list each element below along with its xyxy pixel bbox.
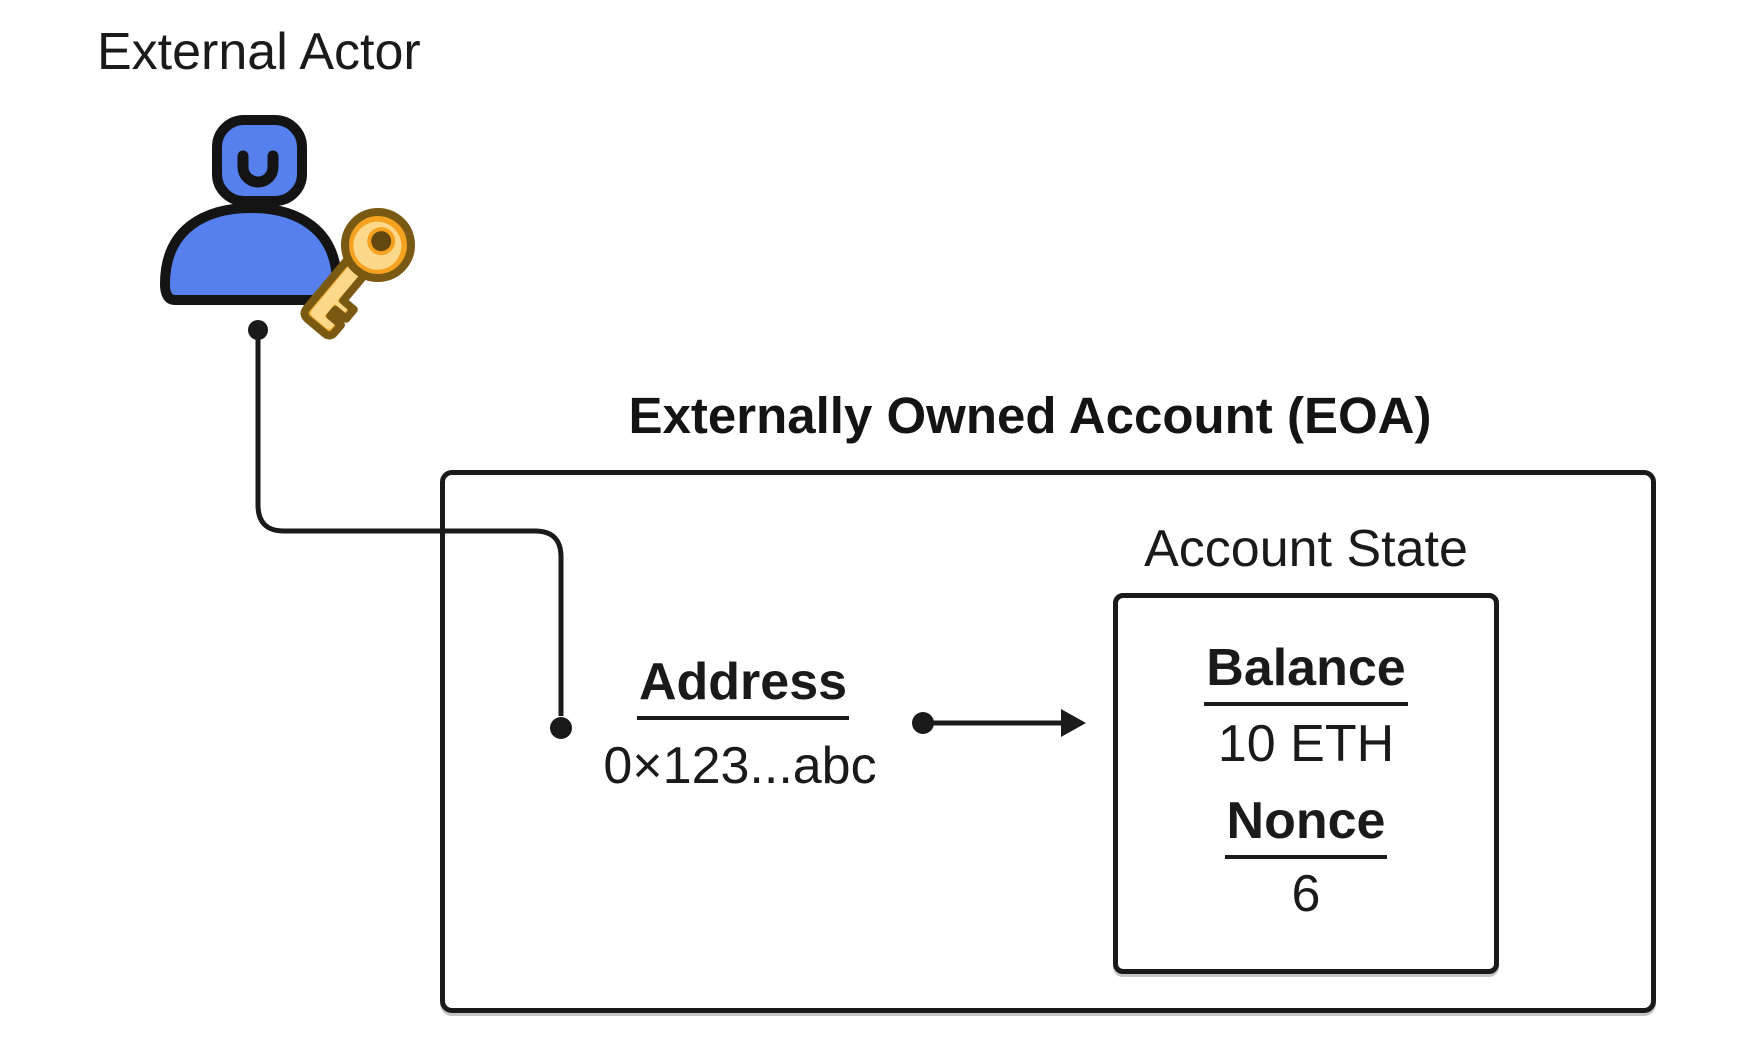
- nonce-label: Nonce: [1118, 791, 1494, 859]
- account-state-label: Account State: [1144, 520, 1468, 578]
- address-value: 0×123...abc: [603, 737, 877, 795]
- person-icon: [160, 115, 342, 305]
- address-label: Address: [543, 652, 943, 720]
- eoa-title: Externally Owned Account (EOA): [628, 387, 1432, 444]
- balance-label: Balance: [1118, 638, 1494, 706]
- account-state-box: Balance 10 ETH Nonce 6: [1113, 593, 1499, 974]
- key-icon: [300, 208, 415, 340]
- person-key-icon: [160, 115, 415, 340]
- external-actor-label: External Actor: [97, 23, 421, 81]
- balance-value: 10 ETH: [1217, 715, 1395, 773]
- eoa-box: [440, 470, 1656, 1013]
- nonce-value: 6: [1291, 865, 1321, 923]
